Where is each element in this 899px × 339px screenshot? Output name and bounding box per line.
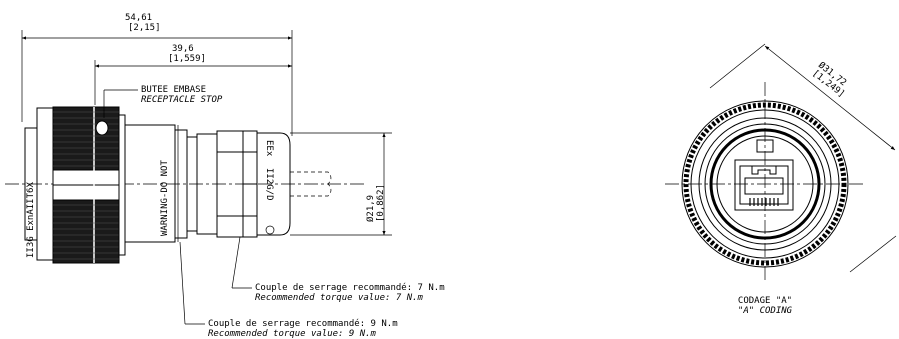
coding-label-en: "A" CODING <box>738 306 793 316</box>
dimension-body-diameter: Ø21,9 [0,862] <box>290 132 392 236</box>
callout-torque-body: Couple de serrage recommandé: 9 N.m Reco… <box>179 241 398 339</box>
cable-outline <box>290 171 332 197</box>
front-view <box>665 82 865 282</box>
torque-nut-fr: Couple de serrage recommandé: 7 N.m <box>255 282 445 293</box>
ex-symbol <box>265 225 275 235</box>
torque-nut-en: Recommended torque value: 7 N.m <box>255 293 424 303</box>
body-diameter-inch: [0,862] <box>376 184 386 222</box>
overall-length-mm: 54,61 <box>125 13 152 23</box>
locking-hole <box>95 120 109 136</box>
knurled-coupling-ring <box>52 106 126 264</box>
stop-length-mm: 39,6 <box>172 44 194 54</box>
receptacle-stop-fr: BUTEE EMBASE <box>141 85 206 95</box>
body-diameter-mm: Ø21,9 <box>365 195 376 222</box>
dimension-overall: 54,61 [2,15] <box>21 13 293 136</box>
atex-text-1: EEx <box>264 140 274 157</box>
front-cap <box>256 132 291 236</box>
dimension-stop: 39,6 [1,559] <box>94 44 292 105</box>
overall-length-inch: [2,15] <box>128 23 161 33</box>
torque-body-fr: Couple de serrage recommandé: 9 N.m <box>208 318 398 329</box>
dimension-face-diameter: Ø31,72 [1,249] <box>709 43 897 273</box>
atex-text-2: II2G/D <box>264 168 274 201</box>
receptacle-stop-en: RECEPTACLE STOP <box>141 95 223 105</box>
side-view: II3G ExnAIIT6X WARNING-DO NOT EEx II2G/D <box>5 106 365 264</box>
callout-receptacle-stop: BUTEE EMBASE RECEPTACLE STOP <box>103 85 223 118</box>
ring-marking-text: II3G ExnAIIT6X <box>26 182 36 258</box>
torque-body-en: Recommended torque value: 9 N.m <box>208 329 377 339</box>
warning-text: WARNING-DO NOT <box>160 160 170 236</box>
rj45-insert <box>734 159 794 211</box>
stop-length-inch: [1,559] <box>168 54 206 64</box>
callout-torque-nut: Couple de serrage recommandé: 7 N.m Reco… <box>231 236 445 303</box>
coding-label-fr: CODAGE "A" <box>738 296 792 306</box>
